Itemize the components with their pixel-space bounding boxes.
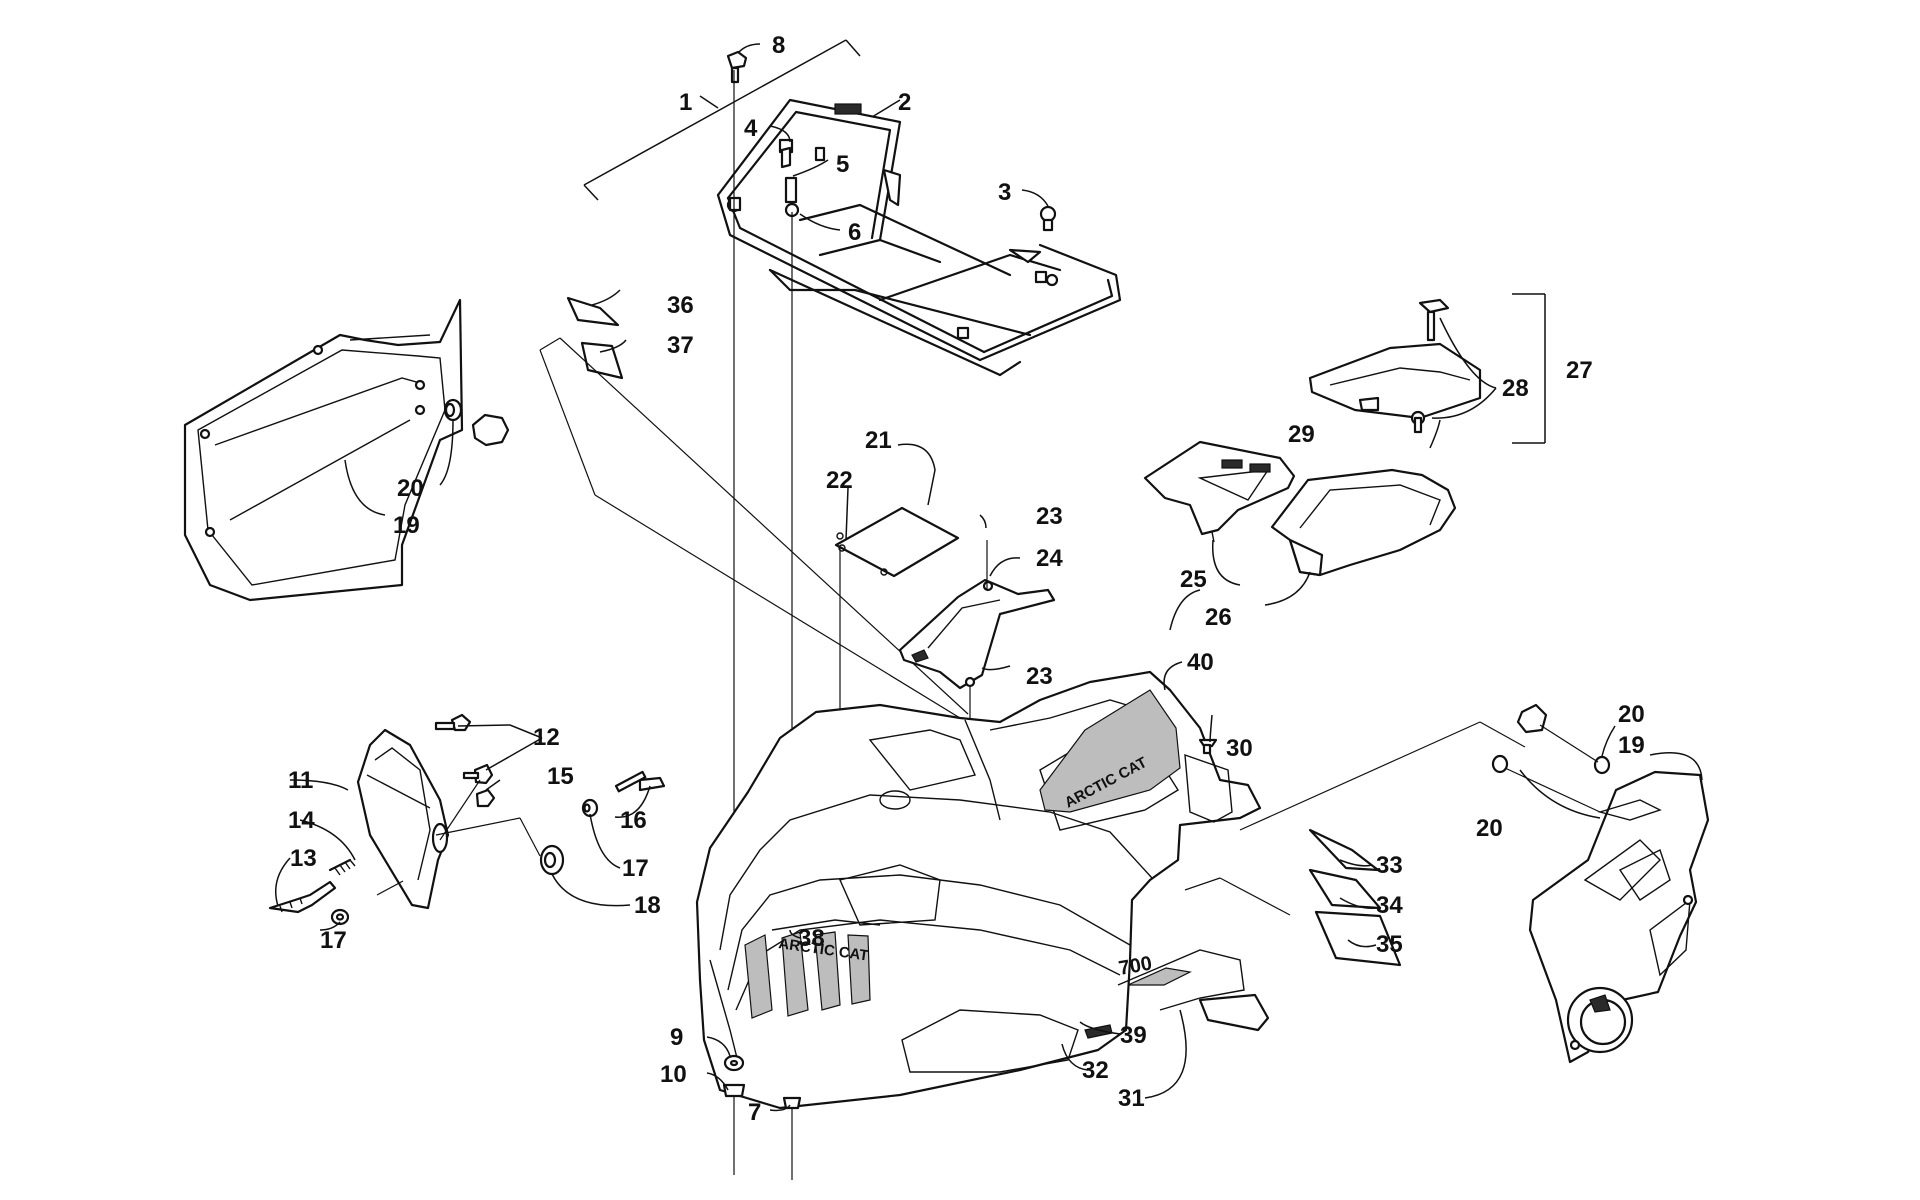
storage-box [1270,468,1457,577]
callout-34: 34 [1376,892,1403,919]
callout-7: 7 [748,1099,761,1126]
callout-2: 2 [898,89,911,116]
callout-1: 1 [679,89,692,116]
callout-10: 10 [660,1061,687,1088]
callout-23-lower: 23 [1026,663,1053,690]
callout-36: 36 [667,292,694,319]
callout-5: 5 [836,151,849,178]
callout-40: 40 [1187,649,1214,676]
left-fender-panel [183,298,510,602]
rack-fasteners [726,50,1059,340]
callout-38: 38 [798,925,825,952]
callout-17-lower: 17 [320,927,347,954]
callout-29: 29 [1288,421,1315,448]
misc-fasteners [722,738,1218,1110]
callout-28: 28 [1502,375,1529,402]
callout-26: 26 [1205,604,1232,631]
callout-23: 23 [1036,503,1063,530]
callout-31: 31 [1118,1085,1145,1112]
callout-33: 33 [1376,852,1403,879]
callout-25: 25 [1180,566,1207,593]
callout-18: 18 [634,892,661,919]
callout-24: 24 [1036,545,1063,572]
leader-lines [275,43,1703,1112]
callout-22: 22 [826,467,853,494]
callout-19-right: 19 [1618,732,1645,759]
callout-20-right-lower: 20 [1476,815,1503,842]
callout-16: 16 [620,807,647,834]
callout-39: 39 [1120,1022,1147,1049]
callout-4: 4 [744,115,758,142]
callout-27: 27 [1566,357,1593,384]
callout-9: 9 [670,1024,683,1051]
front-fender-body: ARCTIC CAT ARCTIC CAT 700 [695,670,1270,1110]
callout-12: 12 [533,724,560,751]
callout-32: 32 [1082,1057,1109,1084]
callout-14: 14 [288,807,315,834]
right-fender-panel [1491,703,1710,1064]
callout-8: 8 [772,32,785,59]
storage-tray [1143,440,1296,543]
callout-35: 35 [1376,931,1403,958]
callout-19: 19 [393,512,420,539]
callout-3: 3 [998,179,1011,206]
fender-decals [1184,721,1526,967]
callout-15: 15 [547,763,574,790]
callout-37: 37 [667,332,694,359]
front-rack-assembly [583,39,1122,1180]
callout-20: 20 [397,475,424,502]
callout-labels: 8 1 2 4 5 3 6 36 37 27 28 29 21 22 20 19… [288,32,1645,1126]
callout-30: 30 [1226,735,1253,762]
headlight-assembly [268,713,666,926]
callout-21: 21 [865,427,892,454]
callout-6: 6 [848,219,861,246]
storage-lid-assembly [1308,293,1546,444]
front-rack [716,98,1122,377]
callout-11: 11 [288,767,313,794]
callout-17: 17 [622,855,649,882]
callout-13: 13 [290,845,317,872]
callout-20-right: 20 [1618,701,1645,728]
